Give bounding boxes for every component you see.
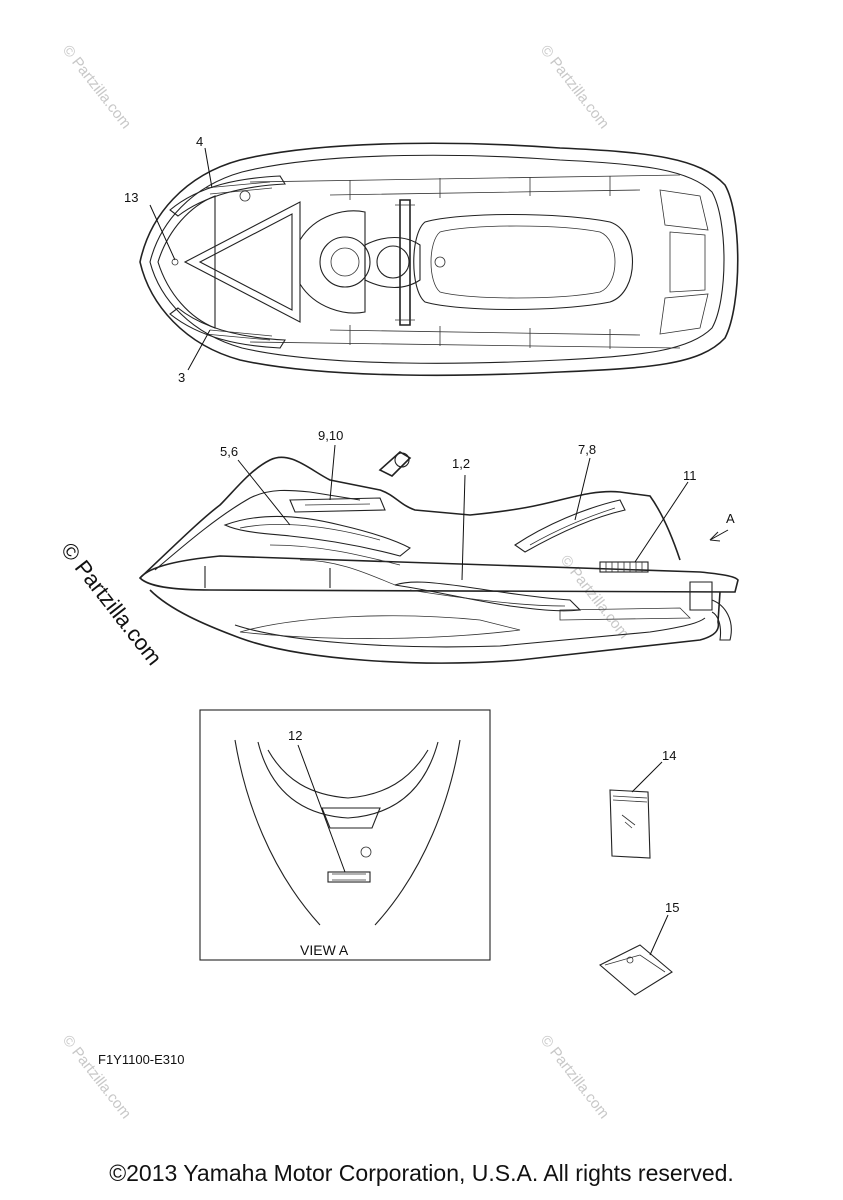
- watermark-large: © Partzilla.com: [56, 538, 167, 670]
- top-view-hull: [139, 142, 739, 377]
- watermark-top-left: © Partzilla.com: [59, 42, 135, 132]
- diagram-code: F1Y1100-E310: [98, 1052, 185, 1067]
- watermark-top-right: © Partzilla.com: [537, 42, 613, 132]
- parts-diagram: © Partzilla.com © Partzilla.com © Partzi…: [56, 42, 739, 1122]
- view-arrow-label: A: [726, 511, 735, 526]
- callout-item-15: 15: [665, 900, 679, 915]
- watermark-bottom-right: © Partzilla.com: [537, 1032, 613, 1122]
- item-15-part: [599, 944, 673, 996]
- callout-item-7-8: 7,8: [578, 442, 596, 457]
- watermark-bottom-left: © Partzilla.com: [59, 1032, 135, 1122]
- callouts: 4 13 3 9,10 5,6 1,2 7,8 11 A 12 14 15: [124, 134, 735, 915]
- callout-item-3: 3: [178, 370, 185, 385]
- callout-item-5-6: 5,6: [220, 444, 238, 459]
- view-a-label: VIEW A: [300, 942, 349, 958]
- callout-item-12: 12: [288, 728, 302, 743]
- callout-item-9-10: 9,10: [318, 428, 343, 443]
- side-view-hull: [138, 451, 739, 664]
- watermark-mid-right: © Partzilla.com: [557, 552, 633, 642]
- view-a-panel: VIEW A: [199, 709, 491, 961]
- item-14-part: [609, 789, 651, 859]
- callout-item-11: 11: [683, 468, 697, 483]
- callout-item-14: 14: [662, 748, 676, 763]
- leader-lines: [149, 147, 689, 956]
- callout-item-4: 4: [196, 134, 203, 149]
- callout-item-1-2: 1,2: [452, 456, 470, 471]
- copyright-notice: ©2013 Yamaha Motor Corporation, U.S.A. A…: [109, 1160, 734, 1186]
- callout-item-13: 13: [124, 190, 138, 205]
